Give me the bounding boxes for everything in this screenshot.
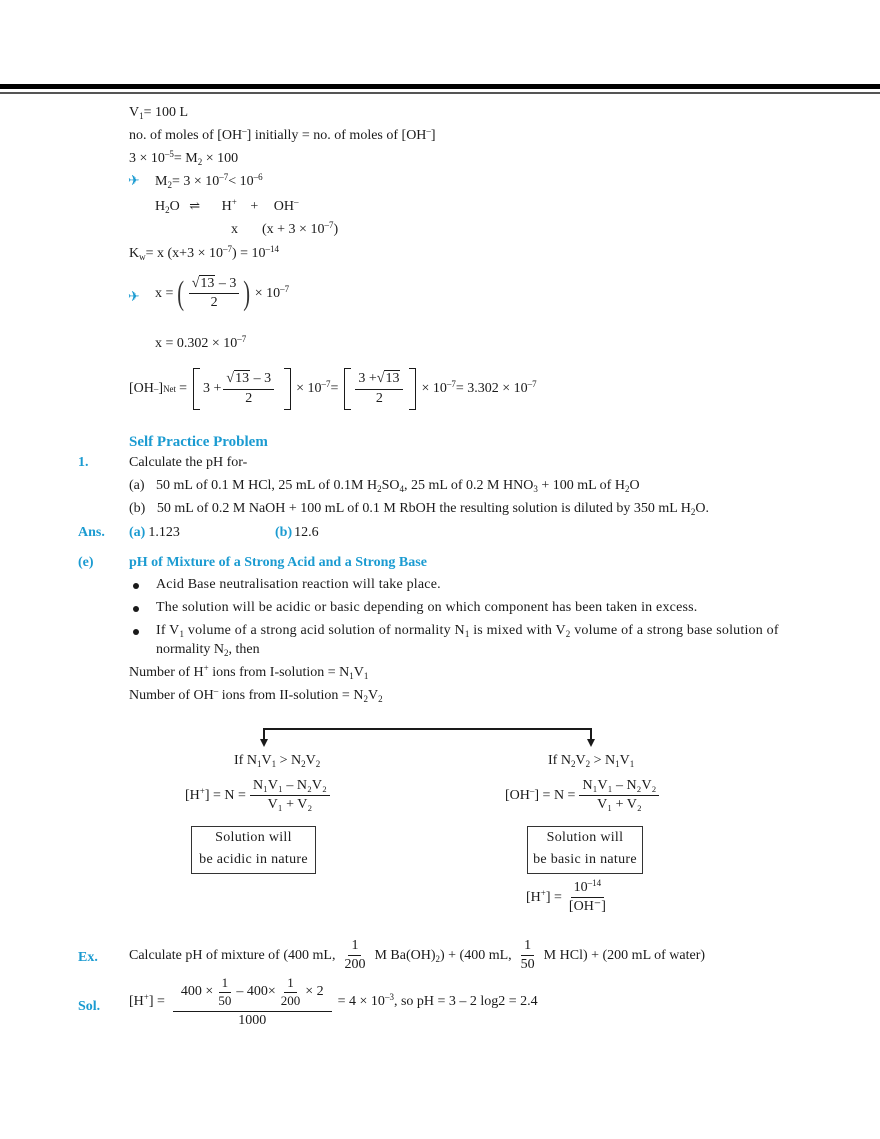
header-thick-rule [0,84,880,89]
bullet-icon [133,606,139,612]
bullet-item: Acid Base neutralisation reaction will t… [156,577,441,592]
oh-ions-equation: Number of OH– ions from II-solution = N2… [129,686,383,704]
solution-label: Sol. [78,999,101,1014]
concentration-equation: 3 × 10–5= M2 × 100 [129,149,239,167]
kw-equation: Kw= x (x+3 × 10–7) = 10–14 [129,244,280,262]
arrow-down-icon [587,739,595,747]
question-text: Calculate the pH for- [129,455,248,470]
bullet-item-continuation: normality N2, then [156,642,260,658]
moles-equation: no. of moles of [OH–] initially = no. of… [129,126,436,143]
question-part-b: (b) 50 mL of 0.2 M NaOH + 100 mL of 0.1 … [129,501,709,517]
practice-heading: Self Practice Problem [129,434,268,450]
bullet-icon [133,583,139,589]
h-from-oh-formula: [H+] = 10–14[OH⁻] [526,878,606,915]
bullet-icon [133,629,139,635]
implies-icon: ✈ [128,174,140,189]
equilibrium-arrow-icon: ⇌ [189,198,201,213]
flowchart-left-stem [263,728,265,740]
m2-equation: M2= 3 × 10–7< 10–6 [155,172,263,190]
x-value: x = 0.302 × 10–7 [155,334,247,351]
base-condition: If N2V2 > N1V1 [548,753,635,769]
water-equilibrium: H2O ⇌ H+ + OH– [155,197,299,215]
question-part-a: (a) 50 mL of 0.1 M HCl, 25 mL of 0.1M H2… [129,478,640,494]
example-label: Ex. [78,950,98,965]
section-heading: pH of Mixture of a Strong Acid and a Str… [129,555,427,570]
section-label: (e) [78,555,94,570]
acidic-result-box: Solution will be acidic in nature [191,826,316,874]
flowchart-connector [263,728,591,730]
bullet-item: The solution will be acidic or basic dep… [156,600,698,615]
implies-icon: ✈ [128,290,140,305]
oh-concentration: (x + 3 × 10–7) [262,220,339,237]
bullet-item: If V1 volume of a strong acid solution o… [156,623,779,639]
basic-result-box: Solution will be basic in nature [527,826,643,874]
header-thin-rule [0,92,880,94]
answer-b: (b)12.6 [275,525,319,540]
acid-condition: If N1V1 > N2V2 [234,753,321,769]
h-ions-equation: Number of H+ ions from I-solution = N1V1 [129,663,369,681]
v1-equation: V1= 100 L [129,105,189,121]
x-concentration: x [231,222,238,237]
arrow-down-icon [260,739,268,747]
answer-label: Ans. [78,525,105,540]
answer-a: (a)1.123 [129,525,180,540]
question-number: 1. [78,455,89,470]
flowchart-right-stem [590,728,592,740]
